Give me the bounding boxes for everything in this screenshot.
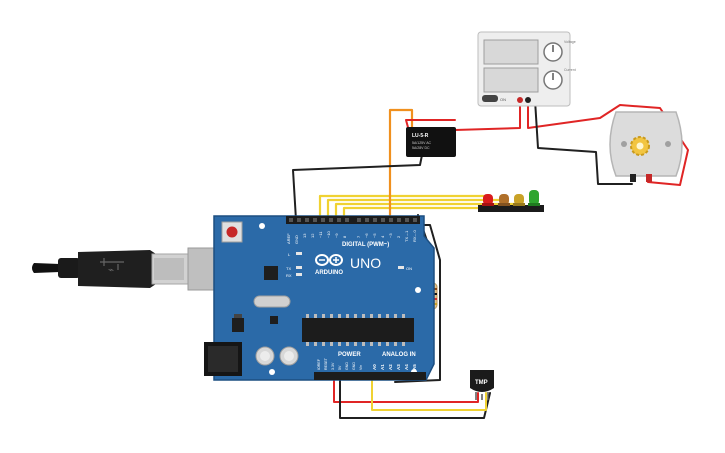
regulator xyxy=(232,318,244,332)
digital-pin-labels: 13 12 ~11 ~10 ~9 8 7 ~6 ~5 4 ~3 2 TX→1 R… xyxy=(302,229,417,242)
svg-text:IOREF: IOREF xyxy=(317,358,321,370)
usb-icon: ⌁ xyxy=(108,265,114,276)
arduino-brand: ARDUINO xyxy=(315,270,343,276)
svg-text:A3: A3 xyxy=(396,364,401,370)
power-label: POWER xyxy=(338,352,361,358)
motor-terminal-red[interactable] xyxy=(646,174,652,182)
power-pin-labels: IOREF RESET 3.3V 5V GND GND Vin xyxy=(317,357,363,370)
svg-text:3.3V: 3.3V xyxy=(331,362,335,370)
svg-text:~3: ~3 xyxy=(388,233,393,238)
svg-text:TX→1: TX→1 xyxy=(404,230,409,242)
wire-black-gnd-tmp[interactable] xyxy=(339,377,491,419)
psu-terminal-negative[interactable] xyxy=(525,97,531,103)
wire-yellow-a0-tmp[interactable] xyxy=(371,377,487,411)
svg-text:GND: GND xyxy=(352,362,356,370)
svg-text:RESET: RESET xyxy=(324,357,328,370)
psu-display-current xyxy=(483,67,539,93)
wire-red-psu-motor[interactable] xyxy=(527,99,689,186)
microcontroller-chip xyxy=(302,318,414,342)
svg-text:7: 7 xyxy=(356,235,361,238)
led-tx xyxy=(296,266,302,269)
usb-chip xyxy=(264,266,278,280)
arduino-model: UNO xyxy=(350,255,381,271)
gnd-label: GND xyxy=(294,235,299,244)
led-group xyxy=(478,190,544,212)
svg-text:A4: A4 xyxy=(404,364,409,370)
led-on-label: ON xyxy=(406,266,412,271)
svg-text:A0: A0 xyxy=(372,364,377,370)
svg-text:~10: ~10 xyxy=(326,230,331,238)
arduino-board[interactable]: AREF GND DIGITAL (PWM~) 13 12 ~11 ~10 ~9… xyxy=(204,215,435,381)
led-l xyxy=(296,252,302,255)
motor-hole-right xyxy=(665,141,671,147)
digital-label: DIGITAL (PWM~) xyxy=(342,242,389,248)
relay[interactable]: LU-5-R 5A/125V AC 5A/28V DC xyxy=(406,127,456,157)
analog-header xyxy=(370,372,426,380)
wire-orange-relay[interactable] xyxy=(388,108,414,220)
psu-on-label: ON xyxy=(500,97,506,102)
svg-text:4: 4 xyxy=(380,235,385,238)
tmp-label: TMP xyxy=(475,380,488,386)
led-l-label: L xyxy=(288,252,291,257)
led-yellow[interactable] xyxy=(513,194,525,206)
svg-text:Vin: Vin xyxy=(359,365,363,370)
digital-header xyxy=(286,216,420,224)
svg-text:A1: A1 xyxy=(380,364,385,370)
svg-text:~5: ~5 xyxy=(372,233,377,238)
svg-text:A2: A2 xyxy=(388,364,393,370)
psu-terminal-positive[interactable] xyxy=(517,97,523,103)
tmp-sensor[interactable]: TMP xyxy=(470,370,494,400)
usb-plug xyxy=(78,250,156,288)
psu-label-current: Current xyxy=(564,68,576,72)
power-header xyxy=(314,372,372,380)
svg-text:RX←0: RX←0 xyxy=(412,229,417,242)
led-rx xyxy=(296,273,302,276)
led-green[interactable] xyxy=(528,190,540,206)
motor-terminal-black[interactable] xyxy=(630,174,636,182)
svg-text:2: 2 xyxy=(396,235,401,238)
analog-pin-labels: A0 A1 A2 A3 A4 A5 xyxy=(372,364,417,370)
psu-display-voltage xyxy=(483,39,539,65)
dc-motor[interactable] xyxy=(609,111,683,182)
svg-text:5V: 5V xyxy=(338,365,342,370)
svg-text:~6: ~6 xyxy=(364,233,369,238)
arduino-logo-icon xyxy=(315,254,343,266)
analog-label: ANALOG IN xyxy=(382,352,416,358)
psu-label-voltage: Voltage xyxy=(564,40,576,44)
led-rail xyxy=(478,205,544,212)
led-red[interactable] xyxy=(482,194,494,206)
led-tx-label: TX xyxy=(286,266,291,271)
wire-yellow-led-4[interactable] xyxy=(342,206,538,220)
wire-black-psu-motor[interactable] xyxy=(534,99,633,185)
led-rx-label: RX xyxy=(286,273,292,278)
relay-line2: 5A/28V DC xyxy=(412,146,430,150)
svg-text:12: 12 xyxy=(310,233,315,238)
wire-red-psu-relay[interactable] xyxy=(454,99,521,131)
svg-text:GND: GND xyxy=(345,362,349,370)
led-on xyxy=(398,266,404,269)
microcontroller-pins xyxy=(306,314,405,346)
usb-cable[interactable]: ⌁ xyxy=(32,247,235,291)
svg-text:~11: ~11 xyxy=(318,231,323,238)
reset-button[interactable] xyxy=(221,221,243,243)
crystal xyxy=(253,295,291,308)
digital-header-pins xyxy=(289,218,417,222)
relay-line1: 5A/125V AC xyxy=(412,141,432,145)
wire-red-5v-tmp[interactable] xyxy=(333,377,479,403)
led-orange[interactable] xyxy=(498,194,510,206)
wire-black-relay-gnd[interactable] xyxy=(292,154,423,221)
small-chip xyxy=(270,316,278,324)
power-supply[interactable]: Voltage Current ON xyxy=(477,31,576,107)
motor-hole-left xyxy=(621,141,627,147)
svg-text:A5: A5 xyxy=(412,364,417,370)
relay-label: LU-5-R xyxy=(412,133,429,139)
svg-text:8: 8 xyxy=(342,235,347,238)
svg-text:~9: ~9 xyxy=(334,233,339,238)
aref-label: AREF xyxy=(286,233,291,244)
psu-power-button[interactable] xyxy=(482,95,498,102)
svg-text:13: 13 xyxy=(302,233,307,238)
